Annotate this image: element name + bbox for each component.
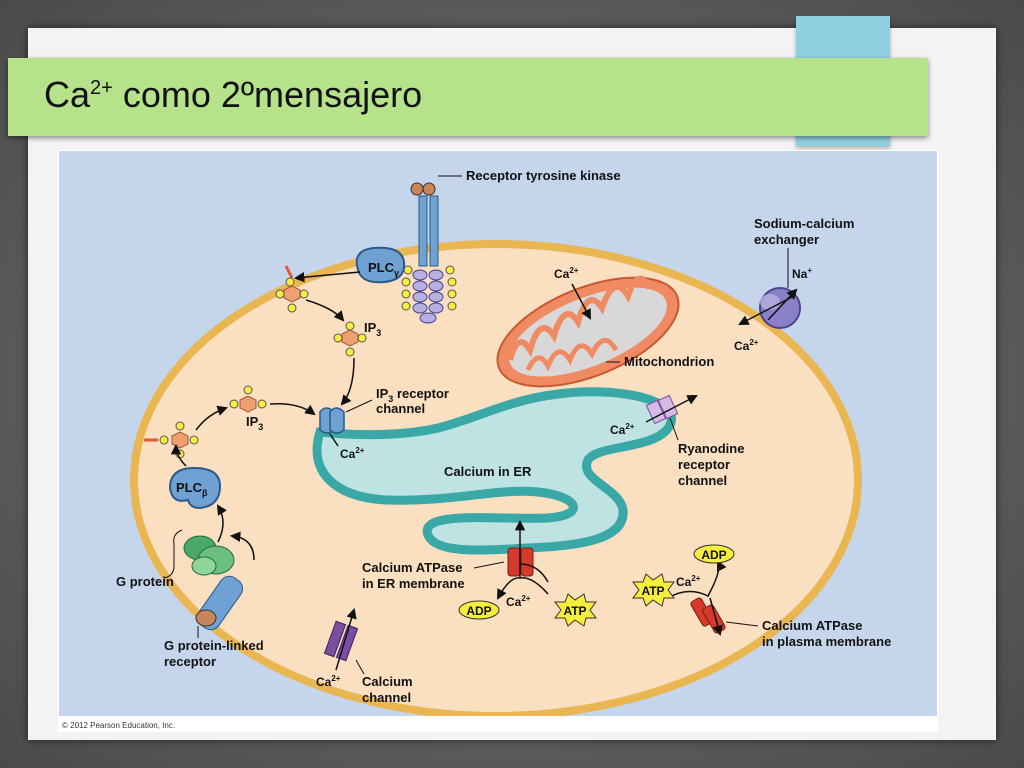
- arrow-ca-out-pm: [709, 597, 723, 637]
- arrow-pip2-to-ip3: [305, 299, 345, 322]
- atp-burst-pm: ATP: [632, 573, 675, 607]
- label-mitochondrion: Mitochondrion: [624, 354, 714, 369]
- label-g-linked-2: receptor: [164, 654, 216, 669]
- arrow-gprotein-to-plcb: [216, 504, 227, 543]
- label-atpase-pm-2: in plasma membrane: [762, 634, 891, 649]
- label-receptor-tyrosine-kinase: Receptor tyrosine kinase: [466, 168, 621, 183]
- arrow-na-in: [767, 288, 798, 321]
- ca-out-ip3-receptor: [329, 433, 339, 447]
- arrow-plcg-to-pip2: [293, 271, 361, 283]
- plc-gamma: PLCγ: [355, 246, 406, 284]
- ip3-lower: [229, 385, 267, 413]
- ryanodine-receptor-channel: [645, 394, 679, 425]
- label-ip3-receptor-1: IP3 receptor: [376, 386, 449, 404]
- title-bar: [8, 58, 928, 136]
- label-atpase-er-1: Calcium ATPase: [362, 560, 462, 575]
- pip2-top: [275, 265, 309, 313]
- leader-atpase-er: [473, 561, 505, 569]
- calcium-diagram: Receptor tyrosine kinase PLCγ IP3 IP3 re…: [57, 149, 939, 733]
- arrow-er-atpase-cycle: [496, 577, 549, 600]
- label-calcium-channel-2: channel: [362, 690, 411, 705]
- leader-atpase-pm: [725, 621, 759, 627]
- leader-ryanodine: [669, 417, 679, 441]
- label-na-ca-exchanger-1: Sodium-calcium: [754, 216, 854, 231]
- g-protein: [183, 535, 235, 576]
- label-calcium-in-er: Calcium in ER: [444, 464, 532, 479]
- ip3-top: [333, 321, 367, 357]
- leader-calcium-channel: [355, 659, 365, 675]
- label-ca-mito: Ca2+: [554, 266, 579, 281]
- label-ip3-receptor-2: channel: [376, 401, 425, 416]
- arc-er-atpase: [519, 563, 549, 583]
- label-ca-channel: Ca2+: [316, 674, 341, 689]
- label-g-protein: G protein: [116, 574, 174, 589]
- arrow-ca-into-cell: [335, 607, 357, 671]
- arrow-ip3-to-receptor: [340, 357, 355, 406]
- label-ryanodine-3: channel: [678, 473, 727, 488]
- copyright-strip: [58, 716, 938, 732]
- label-ca-pm-atpase: Ca2+: [676, 574, 701, 589]
- label-na: Na+: [792, 266, 812, 281]
- plc-beta: PLCβ: [168, 466, 222, 510]
- label-atpase-pm-1: Calcium ATPase: [762, 618, 862, 633]
- g-protein-linked-receptor: [195, 575, 244, 631]
- label-ip3-top: IP3: [364, 320, 381, 338]
- label-atpase-er-2: in ER membrane: [362, 576, 465, 591]
- er-lumen: [312, 387, 676, 555]
- receptor-tyrosine-kinase: [401, 182, 457, 324]
- svg-text:PLCβ: PLCβ: [176, 480, 208, 498]
- arrow-plcb-to-pip2: [170, 443, 187, 467]
- svg-text:ATP: ATP: [641, 584, 664, 598]
- svg-text:ADP: ADP: [466, 604, 491, 618]
- svg-text:ATP: ATP: [563, 604, 586, 618]
- brace-g-protein: [163, 529, 183, 579]
- label-ca-exchanger: Ca2+: [734, 338, 759, 353]
- atp-burst-er: ATP: [554, 593, 597, 627]
- label-ryanodine-1: Ryanodine: [678, 441, 744, 456]
- label-ca-ip3-receptor: Ca2+: [340, 446, 365, 461]
- arrow-pip2-ip3-lower: [195, 405, 228, 431]
- arrow-ca-into-mito: [571, 283, 591, 320]
- label-calcium-channel-1: Calcium: [362, 674, 413, 689]
- mitochondrion: [496, 275, 680, 388]
- label-g-linked-1: G protein-linked: [164, 638, 264, 653]
- slide-title: Ca2+ como 2ºmensajero: [44, 74, 423, 115]
- ip3-receptor-channel: [319, 407, 345, 434]
- label-ryanodine-2: receptor: [678, 457, 730, 472]
- arrow-ca-out-exchanger: [738, 295, 795, 325]
- arrow-receptor-to-gprotein: [229, 531, 255, 561]
- adp-badge-er: ADP: [458, 600, 500, 620]
- label-na-ca-exchanger-2: exchanger: [754, 232, 819, 247]
- label-ca-ryanodine: Ca2+: [610, 422, 635, 437]
- label-ca-er-atpase: Ca2+: [506, 594, 531, 609]
- svg-text:PLCγ: PLCγ: [368, 260, 399, 278]
- arrow-ryanodine: [645, 395, 698, 423]
- label-ip3-lower: IP3: [246, 414, 263, 432]
- copyright-text: © 2012 Pearson Education, Inc.: [62, 721, 175, 730]
- adp-badge-pm: ADP: [693, 544, 735, 564]
- arrow-pm-atpase-cycle: [667, 560, 727, 599]
- svg-text:ADP: ADP: [701, 548, 726, 562]
- arrow-ip3-lower-to-receptor: [269, 402, 316, 416]
- leader-ip3-receptor: [345, 399, 373, 413]
